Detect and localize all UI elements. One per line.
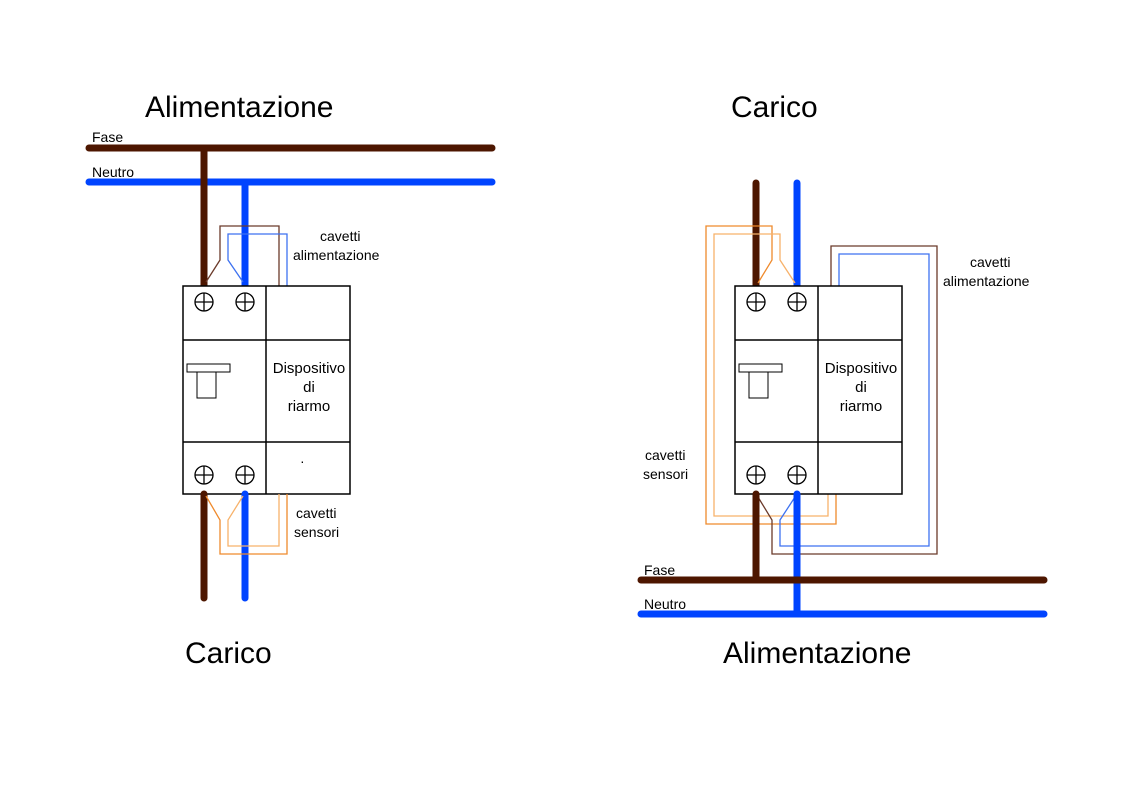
right-device-label-1: Dispositivo: [825, 360, 898, 377]
left-terminal-top-fase: [194, 292, 214, 312]
right-sensor-cable-2: [713, 233, 829, 517]
left-terminal-bottom-neutro: [235, 465, 255, 485]
left-device-dot: ·: [300, 453, 305, 469]
left-sensor-cables-label-2: sensori: [294, 524, 339, 540]
left-device-label-1: Dispositivo: [273, 360, 346, 377]
left-power-cables-label-2: alimentazione: [293, 247, 380, 263]
left-device-label-2: di: [303, 379, 315, 396]
left-title-load: Carico: [185, 637, 272, 670]
right-terminal-top-neutro: [787, 292, 807, 312]
right-power-cable-blue: [779, 253, 930, 547]
right-neutro-label: Neutro: [644, 596, 686, 612]
left-sensor-cable-2: [227, 494, 280, 547]
right-terminal-top-fase: [746, 292, 766, 312]
right-fase-label: Fase: [644, 562, 675, 578]
right-power-cables-label-1: cavetti: [970, 254, 1010, 270]
left-breaker-lever: [186, 363, 231, 399]
right-sensor-cables-label-1: cavetti: [645, 447, 685, 463]
right-title-load: Carico: [731, 91, 818, 124]
right-power-cable-brown: [757, 245, 938, 555]
left-device-label-3: riarmo: [288, 398, 331, 415]
right-power-cables-label-2: alimentazione: [943, 273, 1030, 289]
left-terminal-bottom-fase: [194, 465, 214, 485]
left-power-cables-label-1: cavetti: [320, 228, 360, 244]
left-title-supply: Alimentazione: [145, 91, 333, 124]
right-sensor-cable-1: [705, 225, 837, 525]
right-breaker-lever: [738, 363, 783, 399]
right-terminal-bottom-fase: [746, 465, 766, 485]
left-power-cable-brown: [205, 225, 280, 286]
left-neutro-label: Neutro: [92, 164, 134, 180]
right-device-label-2: di: [855, 379, 867, 396]
left-power-cable-blue: [227, 233, 288, 286]
right-sensor-cables-label-2: sensori: [643, 466, 688, 482]
right-title-supply: Alimentazione: [723, 637, 911, 670]
left-fase-label: Fase: [92, 129, 123, 145]
left-terminal-top-neutro: [235, 292, 255, 312]
right-diagram: Carico cavetti sensori cavetti alimentaz…: [637, 91, 1048, 670]
right-terminal-bottom-neutro: [787, 465, 807, 485]
left-diagram: Alimentazione Fase Neutro cavetti alimen…: [85, 91, 496, 670]
left-sensor-cables-label-1: cavetti: [296, 505, 336, 521]
left-sensor-cable-1: [205, 494, 288, 555]
right-device-label-3: riarmo: [840, 398, 883, 415]
